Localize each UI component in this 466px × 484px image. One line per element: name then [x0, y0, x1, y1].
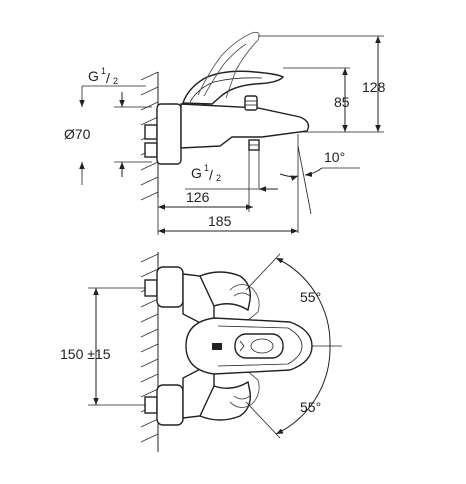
thread-top-slash: / [106, 70, 110, 86]
dimension-angle: 10° [279, 134, 360, 233]
dimension-depth-total: 185 [158, 213, 298, 234]
thread-top-den: 2 [113, 76, 118, 86]
faucet-side [144, 31, 310, 165]
top-view: 55° 55° 150 ±15 [60, 252, 342, 452]
rotation-arcs: 55° 55° [245, 253, 342, 439]
angle-label: 10° [324, 149, 345, 165]
dimension-thread-top: G 1 / 2 [79, 66, 146, 107]
thread-bottom-den: 2 [216, 173, 221, 183]
dimension-diameter: Ø70 [64, 92, 152, 185]
spacing-label: 150 ±15 [60, 346, 111, 362]
brand-mark [212, 343, 222, 350]
diameter-label: Ø70 [64, 126, 91, 142]
depth-total-label: 185 [208, 213, 232, 229]
height-outlet-label: 85 [334, 94, 350, 110]
dimension-spacing: 150 ±15 [60, 287, 146, 406]
thread-top-prefix: G [88, 68, 99, 84]
thread-bottom-num: 1 [204, 163, 209, 173]
dimension-height-outlet: 85 [283, 67, 350, 132]
angle-up-label: 55° [300, 289, 321, 305]
depth-outlet-label: 126 [186, 189, 210, 205]
faucet-top [144, 266, 313, 426]
dimension-depth-outlet: 126 [157, 189, 253, 235]
thread-bottom-slash: / [209, 167, 213, 183]
side-view: 128 85 G 1 / 2 Ø70 [64, 31, 386, 235]
height-total-label: 128 [362, 79, 386, 95]
angle-down-label: 55° [300, 399, 321, 415]
thread-top-num: 1 [101, 66, 106, 76]
thread-bottom-prefix: G [191, 165, 202, 181]
dimension-height-total: 128 [258, 35, 386, 133]
dimension-thread-bottom: G 1 / 2 [185, 150, 278, 212]
